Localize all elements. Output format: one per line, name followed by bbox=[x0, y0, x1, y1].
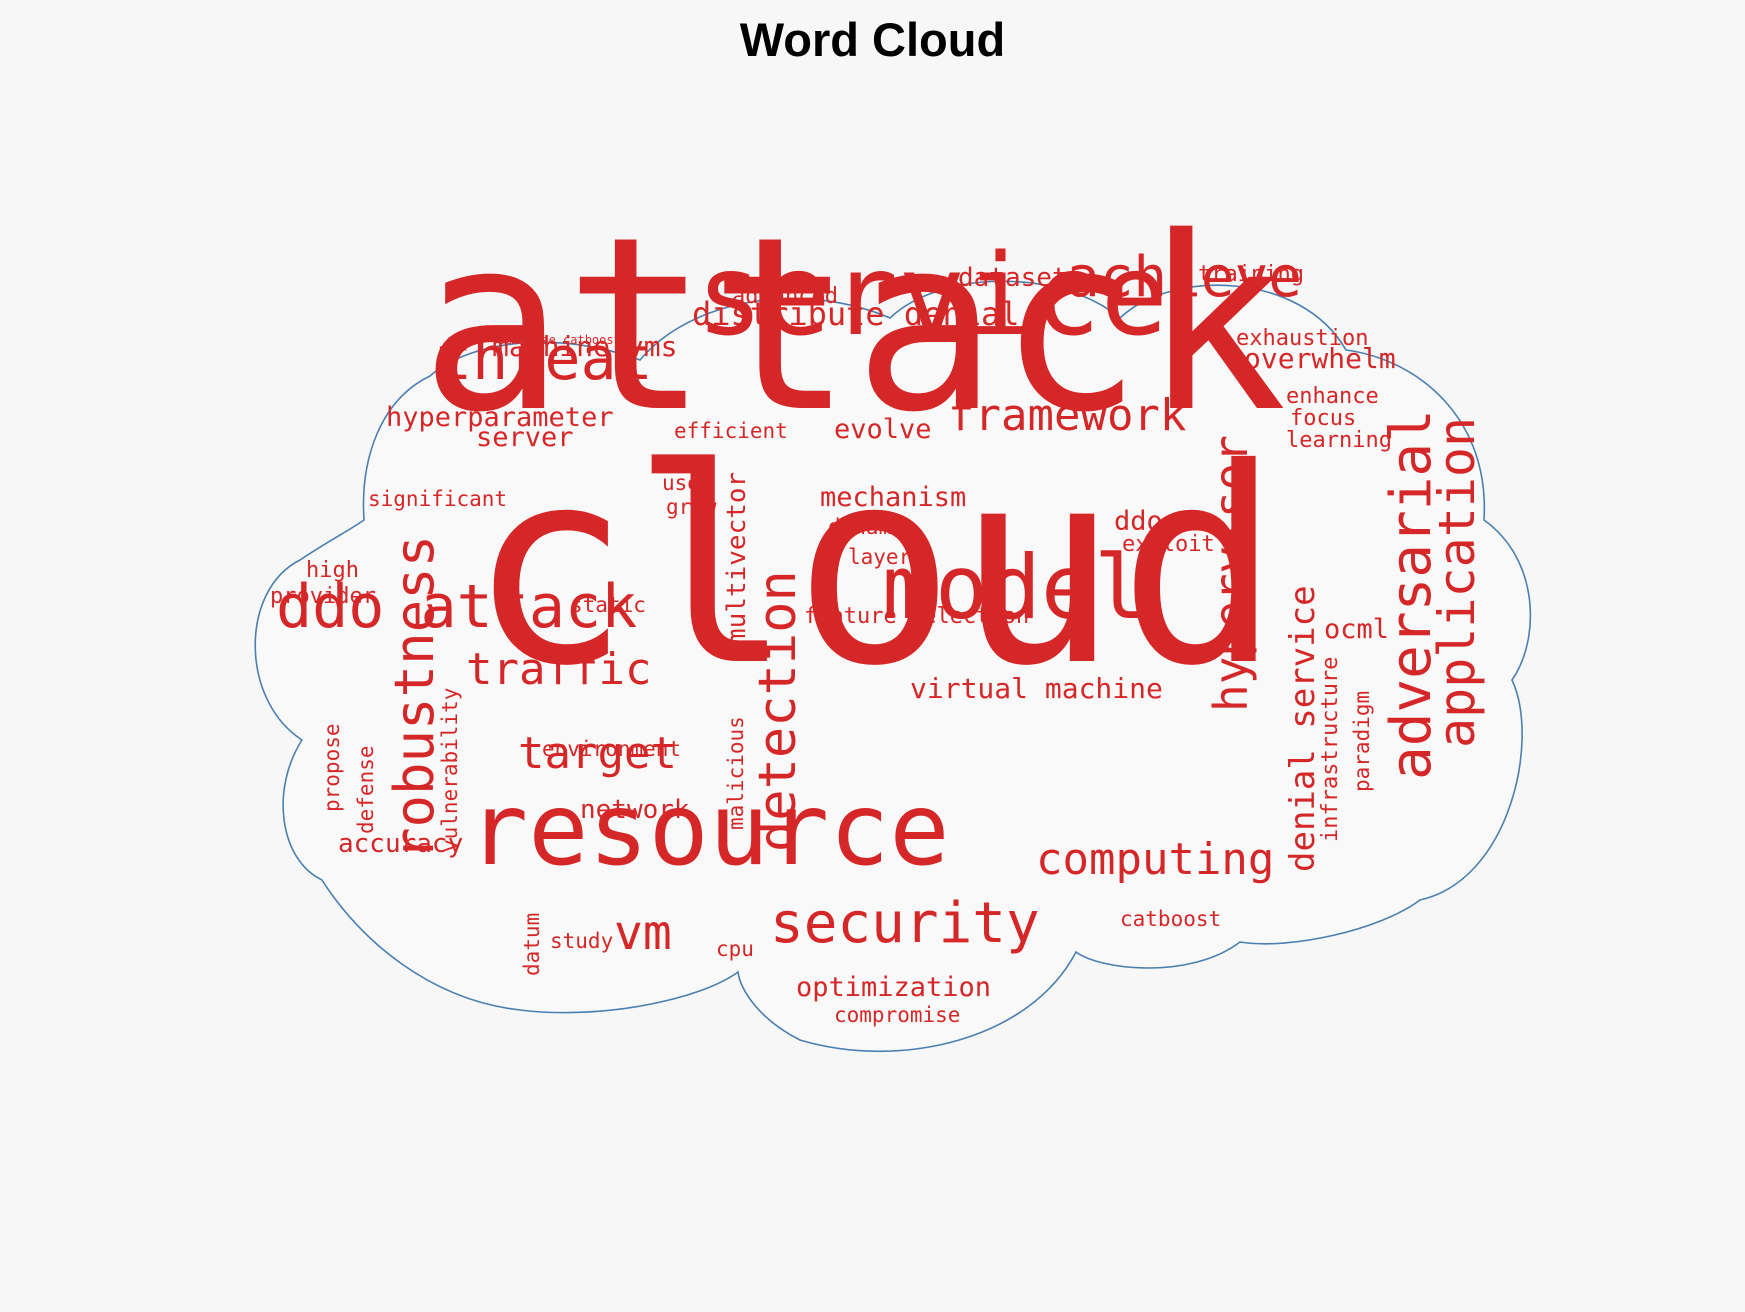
word-threat: threat bbox=[436, 323, 653, 394]
word-resource: resource bbox=[468, 771, 950, 888]
word-paradigm: paradigm bbox=[1350, 690, 1374, 792]
word-ddo: ddo bbox=[1114, 505, 1163, 537]
word-cloud: cloud bbox=[468, 409, 1281, 725]
word-robustness: robustness bbox=[383, 534, 446, 860]
word-accuracy: accuracy bbox=[338, 828, 464, 859]
word-server: server bbox=[476, 421, 574, 453]
word-feature-selection: feature selection bbox=[804, 603, 1030, 629]
word-efficient: efficient bbox=[674, 418, 788, 443]
word-ocml: ocml bbox=[1324, 613, 1390, 645]
word-learning: learning bbox=[1286, 427, 1392, 453]
word-machine-vms: machine vms bbox=[492, 330, 678, 364]
word-overwhelm: overwhelm bbox=[1244, 342, 1396, 376]
word-study: study bbox=[550, 928, 614, 953]
word-propose: propose bbox=[320, 723, 344, 812]
word-advanced: advanced bbox=[732, 283, 838, 309]
word-compromise: compromise bbox=[834, 1002, 961, 1027]
word-achieve: achieve bbox=[1066, 245, 1303, 311]
word-hyperparameter: hyperparameter bbox=[386, 401, 614, 433]
word-multivector: multivector bbox=[722, 471, 752, 644]
word-optimize-catboost: optimize catboost bbox=[498, 333, 621, 348]
word-detection: detection bbox=[748, 570, 808, 852]
word-vm: vm bbox=[614, 904, 672, 961]
word-mechanism: mechanism bbox=[820, 481, 967, 513]
word-user: user bbox=[662, 470, 713, 495]
word-dataset: dataset bbox=[958, 262, 1068, 293]
word-training: training bbox=[1198, 261, 1304, 287]
word-ddo-attack: ddo attack bbox=[276, 571, 638, 642]
word-denial-service: denial service bbox=[1283, 585, 1323, 872]
word-defense: defense bbox=[354, 745, 378, 834]
word-malicious: malicious bbox=[724, 716, 748, 830]
word-infrastructure: infrastructure bbox=[1318, 656, 1343, 842]
word-datum: datum bbox=[520, 912, 544, 976]
word-hypervisor: hypervisor bbox=[1204, 435, 1258, 712]
word-optimization: optimization bbox=[796, 971, 992, 1003]
word-environment: environment bbox=[542, 736, 682, 761]
word-layer: layer bbox=[848, 544, 912, 569]
word-attack: attack bbox=[420, 185, 1287, 466]
word-enhance: enhance bbox=[1286, 383, 1379, 409]
word-traffic: traffic bbox=[466, 643, 652, 695]
chart-title: Word Cloud bbox=[739, 13, 1006, 66]
word-grow: grow bbox=[666, 494, 717, 519]
word-model: model bbox=[882, 535, 1147, 639]
word-static: static bbox=[570, 592, 646, 617]
word-vulnerability: vulnerability bbox=[438, 687, 462, 852]
word-catboost: catboost bbox=[1120, 906, 1222, 931]
word-high: high bbox=[306, 557, 359, 583]
word-significant: significant bbox=[368, 486, 508, 511]
word-evolve: evolve bbox=[834, 413, 932, 445]
word-virtual-machine: virtual machine bbox=[910, 672, 1163, 706]
word-application: application bbox=[1428, 416, 1486, 748]
word-exhaustion: exhaustion bbox=[1236, 325, 1369, 351]
word-focus: focus bbox=[1290, 405, 1357, 431]
word-exploit: exploit bbox=[1122, 531, 1215, 557]
word-network: network bbox=[580, 794, 690, 825]
word-security: security bbox=[770, 891, 1040, 957]
word-dynamic: dynamic bbox=[828, 514, 917, 539]
word-service: service bbox=[696, 231, 1169, 362]
word-cpu: cpu bbox=[716, 936, 754, 961]
word-target: target bbox=[518, 727, 677, 779]
word-framework: framework bbox=[948, 389, 1187, 441]
word-distribute-denial: distribute denial bbox=[692, 294, 1020, 333]
word-provider: provider bbox=[270, 583, 376, 609]
word-computing: computing bbox=[1036, 833, 1275, 885]
